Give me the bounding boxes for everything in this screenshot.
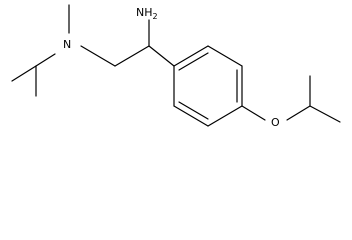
bond-n-ch2 — [80, 45, 116, 67]
amine-label: NH2 — [136, 6, 158, 21]
bond-o-ch — [286, 105, 311, 121]
ring-bond-4 — [207, 105, 243, 127]
molecule-drawing: NH2 N O — [11, 4, 341, 129]
ring-double-bond-3 — [178, 101, 209, 120]
bond-ipr-to-n — [35, 53, 56, 67]
bonds — [11, 4, 341, 127]
ring-bond-2 — [207, 45, 243, 67]
structure-diagram: NH2 N O — [11, 4, 341, 129]
bond-oipr-methyl-right — [309, 105, 341, 123]
oxygen-label: O — [271, 116, 280, 129]
bond-ipr-methyl-left — [11, 65, 37, 82]
bond-ch2-ch — [114, 45, 150, 67]
ring-bond-1 — [173, 45, 209, 67]
atom-labels: NH2 N O — [63, 6, 280, 129]
bond-ch-ring — [148, 45, 175, 67]
bond-ring-o — [241, 105, 266, 121]
ring-bond-5 — [173, 105, 209, 127]
nitrogen-label: N — [63, 38, 71, 51]
ring-double-bond-1 — [178, 52, 209, 71]
